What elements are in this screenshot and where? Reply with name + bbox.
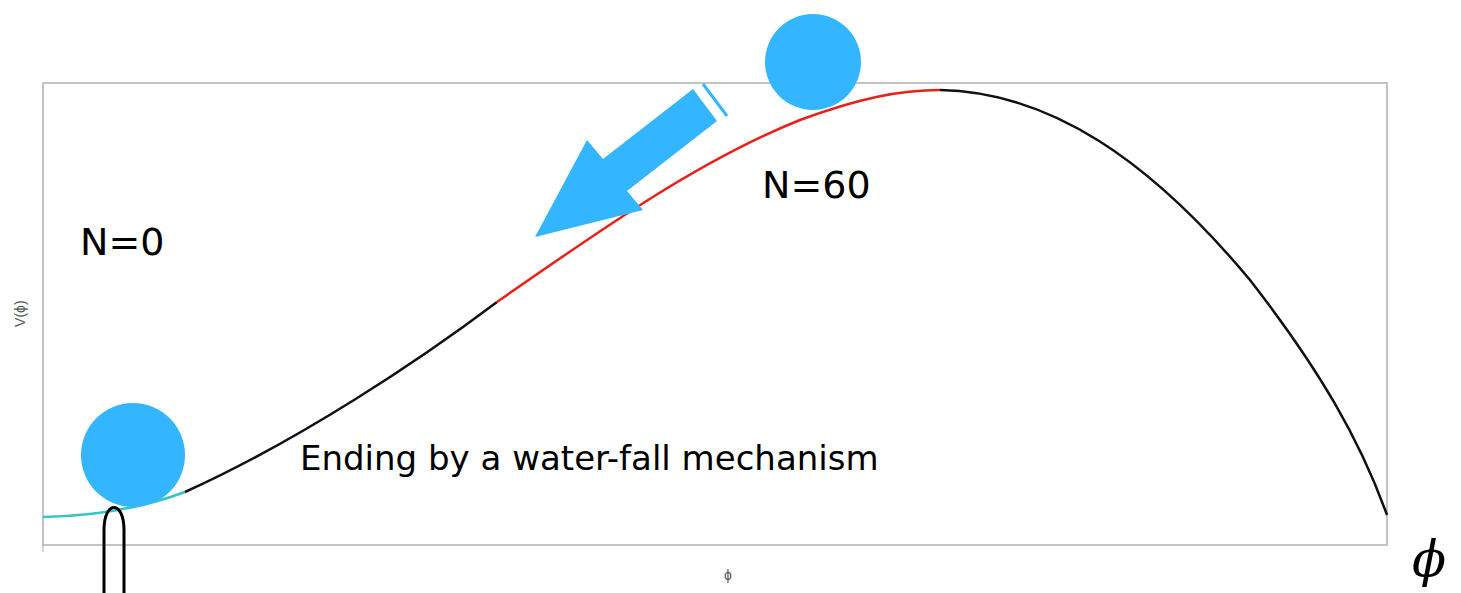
axis-label: V(ϕ) — [12, 301, 27, 328]
field-ball — [81, 403, 185, 507]
potential-curve-inflation — [497, 90, 940, 302]
tick — [43, 545, 44, 552]
potential-curve — [940, 90, 1387, 515]
roll-arrow — [535, 89, 717, 237]
axis-symbol: ϕ — [1412, 532, 1446, 587]
annotation: Ending by a water-fall mechanism — [300, 440, 879, 477]
arrow-highlight — [703, 84, 727, 116]
arrow-highlight — [697, 90, 721, 122]
axis-label: ϕ — [724, 568, 732, 583]
field-ball — [765, 14, 861, 110]
plot-frame — [43, 83, 1387, 545]
ball-label: N=0 — [80, 222, 164, 264]
ball-label: N=60 — [762, 165, 871, 207]
waterfall-arch — [104, 508, 124, 593]
